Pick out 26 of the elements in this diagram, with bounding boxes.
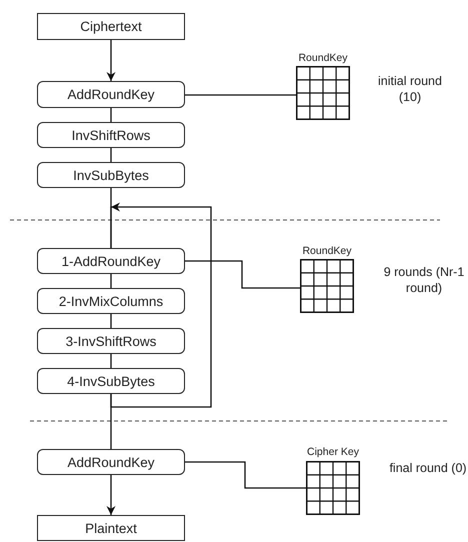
round-note: 9 rounds (Nr-1 round) [382, 264, 466, 296]
step-label: 2-InvMixColumns [58, 294, 164, 308]
round-note: initial round (10) [377, 73, 443, 106]
step-label: 3-InvShiftRows [66, 334, 156, 348]
data-block [37, 515, 185, 541]
key-heading: RoundKey [298, 52, 348, 64]
process-step [37, 328, 185, 354]
step-label: Ciphertext [80, 19, 142, 34]
process-step [37, 449, 185, 475]
step-label: InvSubBytes [73, 168, 149, 182]
round-note: final round (0) [388, 460, 468, 476]
key-heading: RoundKey [302, 245, 352, 257]
process-step [37, 248, 185, 274]
step-label: 1-AddRoundKey [61, 254, 161, 268]
step-label: AddRoundKey [67, 454, 155, 470]
process-step [37, 122, 185, 148]
process-step [37, 162, 185, 188]
process-step [37, 288, 185, 314]
step-label: InvShiftRows [72, 128, 150, 142]
key-heading: Cipher Key [307, 446, 359, 458]
process-step [37, 81, 185, 108]
step-label: AddRoundKey [67, 87, 155, 102]
step-label: Plaintext [85, 520, 137, 536]
step-label: 4-InvSubBytes [67, 374, 155, 388]
process-step [37, 368, 185, 394]
data-block [37, 13, 185, 40]
